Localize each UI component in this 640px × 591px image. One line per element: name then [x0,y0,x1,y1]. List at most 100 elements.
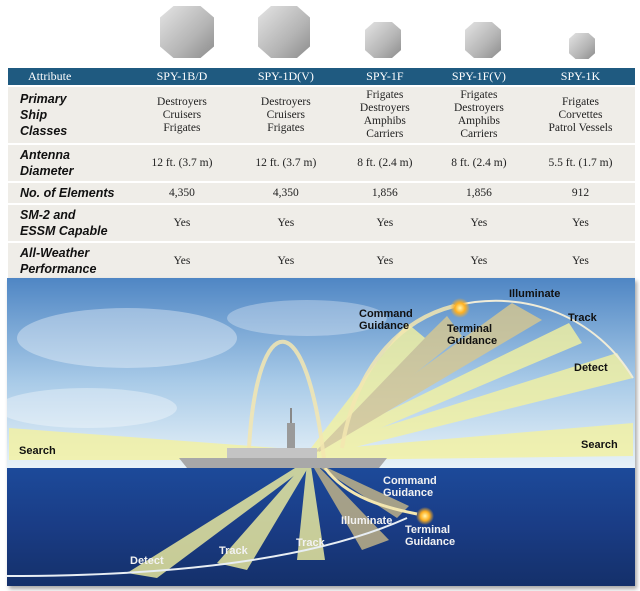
row-label-line: Classes [20,124,68,138]
header-attribute: Attribute [8,68,130,85]
cell-line: Cruisers [162,108,202,121]
label-detect-air: Detect [574,362,608,374]
table-cell: 12 ft. (3.7 m) [233,145,338,181]
table-cell: Yes [130,243,234,279]
antenna-image-spy-1bd [160,6,214,58]
cell-line: Destroyers [359,102,410,114]
label-detect-surface: Detect [130,555,164,567]
cell-line: Corvettes [558,108,603,121]
antenna-image-spy-1f [365,22,401,58]
header-spy-1k: SPY-1K [525,68,635,85]
table-cell: Yes [130,205,234,241]
beam-detect-air [317,353,633,456]
cell-line: Frigates [561,95,600,108]
cell-line: Frigates [366,89,404,101]
diagram-artwork [7,278,635,586]
row-label-line: Performance [20,262,97,276]
table-cell: 8 ft. (2.4 m) [431,145,526,181]
cell-line: Amphibs [363,115,406,127]
target-track-surface [7,517,408,577]
header-spy-1fv: SPY-1F(V) [431,68,526,85]
beam-track-surface-1 [217,463,309,570]
table-cell: Yes [431,243,526,279]
row-label-line: Antenna [20,148,70,162]
label-text: Command Guidance [359,308,413,332]
radar-comparison-table: Attribute SPY-1B/D SPY-1D(V) SPY-1F SPY-… [8,66,635,281]
cell-line: 5.5 ft. (1.7 m) [548,156,613,169]
cell-line: Yes [173,216,191,229]
cell-line: 1,856 [371,186,398,199]
header-spy-1dv: SPY-1D(V) [233,68,338,85]
cell-line: Destroyers [157,95,207,108]
cell-line: Yes [376,254,394,267]
cell-line: Yes [470,216,488,229]
table-cell: Yes [337,205,432,241]
row-label-line: No. of Elements [20,186,115,200]
missile-trail-air-2 [340,304,455,449]
row-label-line: All-Weather [20,246,90,260]
beam-command-surface [313,463,409,518]
cell-line: Frigates [267,121,305,134]
table-cell: 912 [525,183,635,203]
table-cell: Yes [525,205,635,241]
cell-line: Yes [173,254,191,267]
sea [7,468,635,586]
label-track-surface-2: Track [296,537,325,549]
beam-track-surface-2 [297,463,325,560]
label-command-guidance-air: Command Guidance [359,308,419,332]
label-illuminate-air: Illuminate [509,288,561,300]
beam-illuminate-surface [311,463,389,550]
label-track-surface-1: Track [219,545,248,557]
beam-search-right [317,423,633,460]
label-illuminate-surface: Illuminate [341,515,393,527]
intercept-flash-surface [416,507,434,525]
label-terminal-guidance-surface: Terminal Guidance [405,524,456,548]
label-track-air: Track [568,312,597,324]
table-cell: 8 ft. (2.4 m) [337,145,432,181]
cell-line: Frigates [460,89,498,101]
cell-line: 12 ft. (3.7 m) [255,156,317,169]
antenna-image-spy-1k [569,33,595,59]
cell-line: Destroyers [454,102,504,114]
cell-line: 4,350 [272,186,299,199]
label-search-left: Search [19,445,56,457]
table-cell: Yes [337,243,432,279]
cell-line: 4,350 [169,186,195,199]
table-cell: 1,856 [337,183,432,203]
intercept-flash-air [450,298,470,318]
cell-line: Amphibs [457,115,500,127]
table-cell: Yes [233,243,338,279]
table-cell: 1,856 [431,183,526,203]
table-cell: Yes [525,243,635,279]
cell-line: Yes [572,216,589,229]
beam-illuminate-air [315,303,542,452]
row-label-line: ESSM Capable [20,224,108,238]
antenna-image-spy-1dv [258,6,310,58]
table-cell: 4,350 [233,183,338,203]
cell-line: Frigates [163,121,201,134]
table-cell: 4,350 [130,183,234,203]
row-label: No. of Elements [8,183,130,203]
cell-line: Destroyers [260,95,311,108]
cell-line: Yes [470,254,488,267]
header-spy-1f: SPY-1F [337,68,432,85]
table-header-row: Attribute SPY-1B/D SPY-1D(V) SPY-1F SPY-… [8,68,635,85]
table-cell: Yes [233,205,338,241]
cell-line: 8 ft. (2.4 m) [451,156,507,169]
antenna-image-spy-1fv [465,22,501,58]
target-track-air [453,299,634,379]
cell-line: 8 ft. (2.4 m) [357,156,413,169]
label-search-right: Search [581,439,618,451]
cell-line: Cruisers [266,108,305,121]
